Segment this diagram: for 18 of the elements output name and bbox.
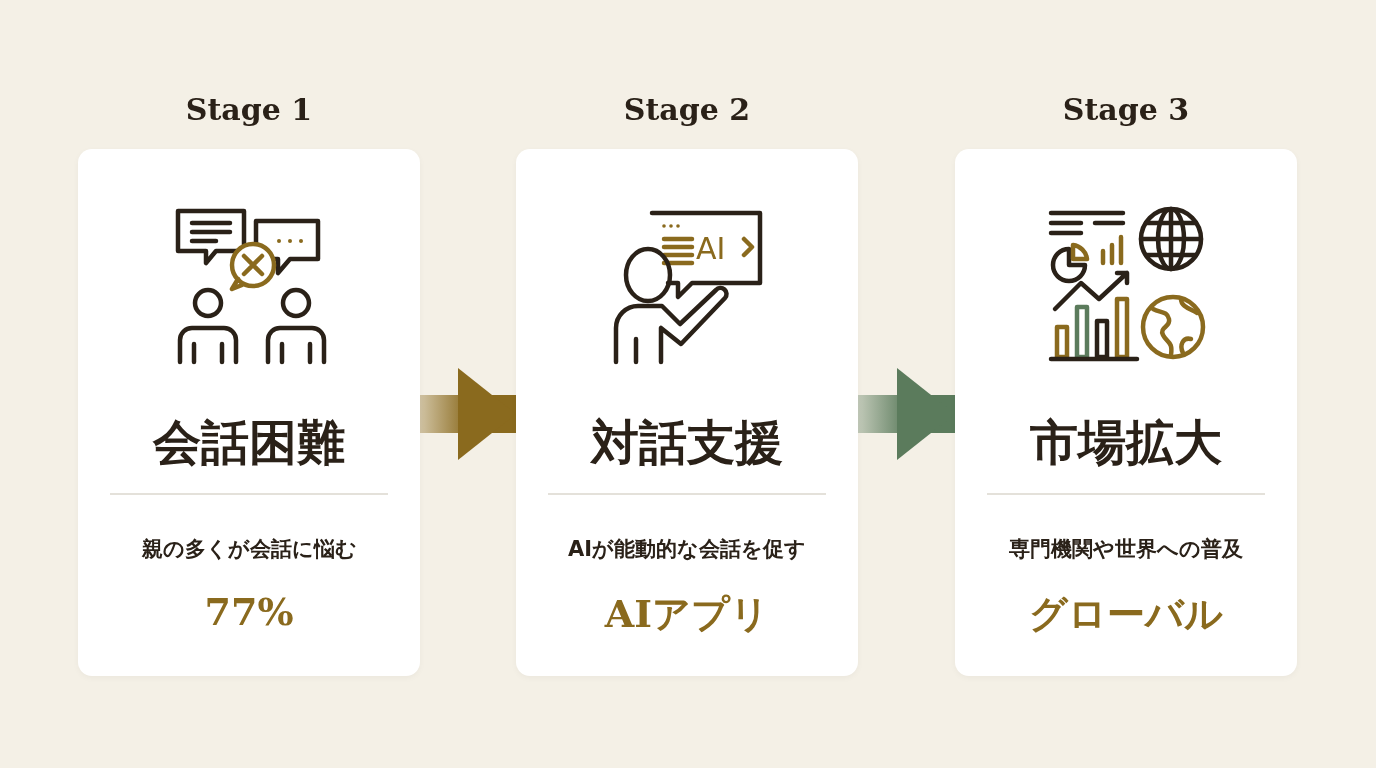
stage-highlight: 77% [203, 589, 295, 634]
stage-card [955, 149, 1297, 676]
stage-description: 専門機関や世界への普及 [1008, 536, 1244, 563]
stage-label: Stage 2 [622, 92, 752, 127]
stage-label: Stage 3 [1061, 92, 1191, 127]
stage-highlight: AIアプリ [603, 590, 771, 638]
stage-highlight: グローバル [1028, 590, 1224, 638]
block-arrow [420, 368, 516, 460]
ai-text: AI [696, 234, 726, 264]
block-arrow [858, 368, 955, 460]
stage-card [78, 149, 420, 676]
stage-card [516, 149, 858, 676]
stage-heading: 対話支援 [589, 413, 784, 472]
stage-label: Stage 1 [184, 92, 314, 127]
stage-description: 親の多くが会話に悩む [140, 536, 358, 563]
stage-description: AIが能動的な会話を促す [566, 536, 808, 563]
stage-heading: 市場拡大 [1029, 413, 1223, 472]
stage-heading: 会話困難 [151, 413, 346, 472]
